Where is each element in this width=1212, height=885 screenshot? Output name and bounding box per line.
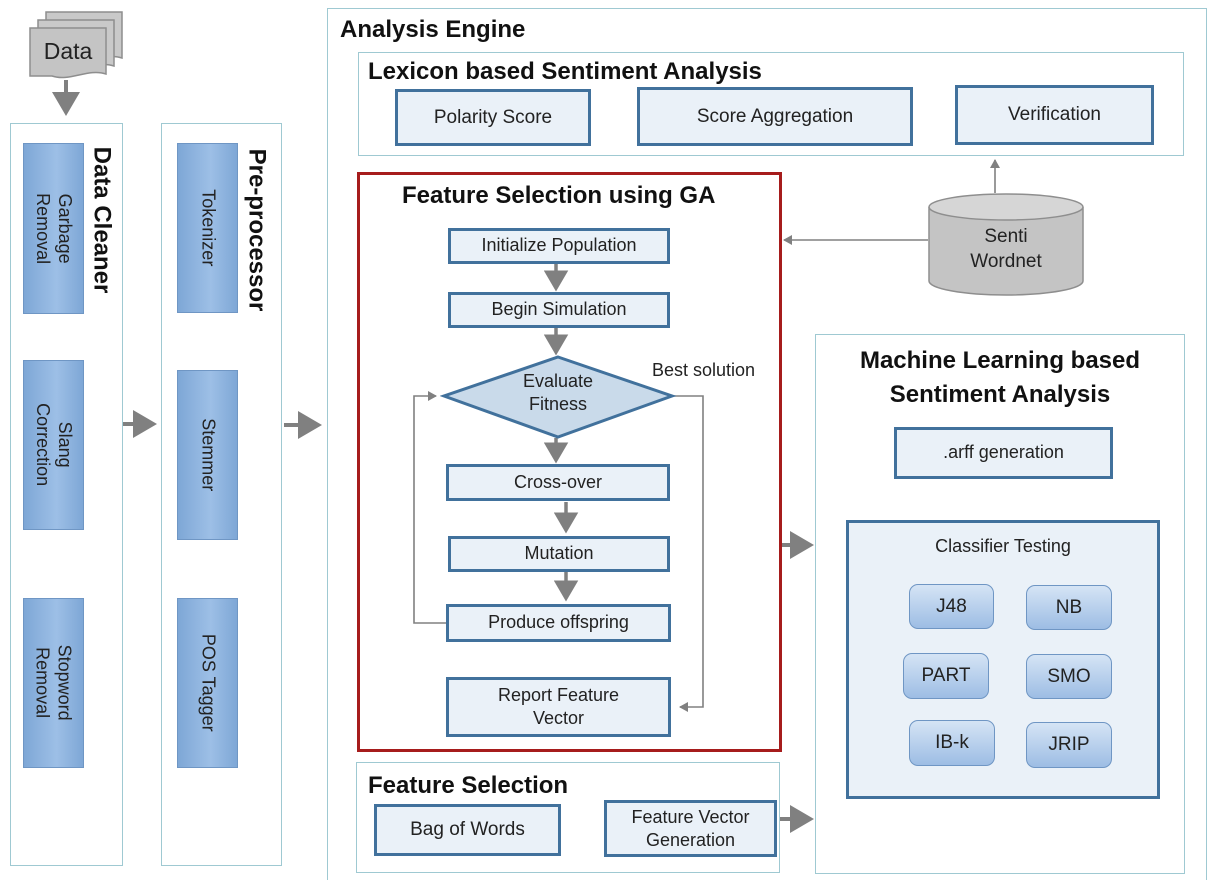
slang-correction-label: Slang Correction — [33, 403, 76, 487]
mutation-label: Mutation — [524, 543, 594, 564]
evaluate-fitness-diamond — [440, 355, 676, 439]
analysis-engine-title: Analysis Engine — [340, 16, 526, 43]
loop-offspring-to-evaluate — [413, 391, 446, 624]
sentiwordnet-label: Senti Wordnet — [970, 226, 1042, 272]
garbage-removal-step: Garbage Removal — [23, 143, 84, 314]
begin-simulation-box: Begin Simulation — [448, 292, 670, 328]
analysis-engine-panel — [327, 8, 1207, 880]
verification-label: Verification — [1008, 104, 1101, 126]
ga-title: Feature Selection using GA — [402, 182, 716, 209]
lexicon-title: Lexicon based Sentiment Analysis — [368, 58, 762, 85]
stemmer-label: Stemmer — [198, 418, 219, 492]
report-feature-vector-label: Report Feature Vector — [497, 684, 620, 728]
classifier-ibk: IB-k — [909, 720, 995, 766]
classifier-testing-box — [846, 520, 1160, 799]
data-source: Data — [16, 10, 124, 84]
crossover-box: Cross-over — [446, 464, 670, 501]
classifier-j48-label: J48 — [936, 595, 967, 617]
initialize-population-box: Initialize Population — [448, 228, 670, 264]
verification-box: Verification — [955, 85, 1154, 145]
tokenizer-step: Tokenizer — [177, 143, 238, 313]
classifier-nb: NB — [1026, 585, 1112, 630]
preprocessor-title: Pre-processor — [243, 148, 270, 312]
database-cylinder-icon — [928, 193, 1084, 296]
feature-selection-title: Feature Selection — [368, 772, 569, 799]
pos-tagger-label: POS Tagger — [198, 634, 219, 732]
polarity-score-label: Polarity Score — [433, 106, 553, 128]
stopword-removal-step: Stopword Removal — [23, 598, 84, 768]
feature-vector-generation-label: Feature Vector Generation — [631, 807, 750, 850]
path-best-solution-to-report — [672, 395, 704, 712]
evaluate-fitness-label: Evaluate Fitness — [522, 371, 594, 415]
garbage-removal-label: Garbage Removal — [33, 192, 76, 265]
data-label: Data — [43, 38, 93, 64]
stopword-removal-label: Stopword Removal — [33, 644, 76, 722]
sentiwordnet-database: Senti Wordnet — [928, 193, 1084, 297]
classifier-testing-title: Classifier Testing — [935, 536, 1071, 556]
classifier-j48: J48 — [909, 584, 994, 629]
arff-generation-box: .arff generation — [894, 427, 1113, 479]
ml-title: Machine Learning based Sentiment Analysi… — [859, 347, 1141, 408]
bag-of-words-label: Bag of Words — [410, 819, 525, 841]
feature-vector-generation-box: Feature Vector Generation — [604, 800, 777, 857]
slang-correction-step: Slang Correction — [23, 360, 84, 530]
report-feature-vector-box: Report Feature Vector — [446, 677, 671, 737]
tokenizer-label: Tokenizer — [198, 189, 219, 267]
classifier-jrip: JRIP — [1026, 722, 1112, 768]
score-aggregation-box: Score Aggregation — [637, 87, 913, 146]
data-cleaner-title-wrap: Data Cleaner — [86, 135, 116, 305]
produce-offspring-box: Produce offspring — [446, 604, 671, 642]
classifier-jrip-label: JRIP — [1048, 734, 1090, 755]
mutation-box: Mutation — [448, 536, 670, 572]
produce-offspring-label: Produce offspring — [488, 612, 629, 633]
classifier-smo-label: SMO — [1047, 665, 1091, 687]
initialize-population-label: Initialize Population — [481, 235, 637, 256]
crossover-label: Cross-over — [513, 471, 602, 492]
polarity-score-box: Polarity Score — [395, 89, 591, 146]
classifier-ibk-label: IB-k — [935, 732, 969, 753]
bag-of-words-box: Bag of Words — [374, 804, 561, 856]
stemmer-step: Stemmer — [177, 370, 238, 540]
score-aggregation-label: Score Aggregation — [696, 105, 854, 127]
classifier-smo: SMO — [1026, 654, 1112, 699]
classifier-part-label: PART — [921, 665, 971, 686]
best-solution-label: Best solution — [652, 360, 756, 380]
classifier-nb-label: NB — [1055, 596, 1083, 618]
data-cleaner-title: Data Cleaner — [88, 146, 116, 294]
ga-panel — [357, 172, 782, 752]
preprocessor-title-wrap: Pre-processor — [240, 140, 272, 320]
stacked-documents-icon — [29, 11, 123, 79]
begin-simulation-label: Begin Simulation — [491, 299, 627, 320]
pos-tagger-step: POS Tagger — [177, 598, 238, 768]
arff-generation-label: .arff generation — [943, 442, 1064, 463]
classifier-part: PART — [903, 653, 989, 699]
